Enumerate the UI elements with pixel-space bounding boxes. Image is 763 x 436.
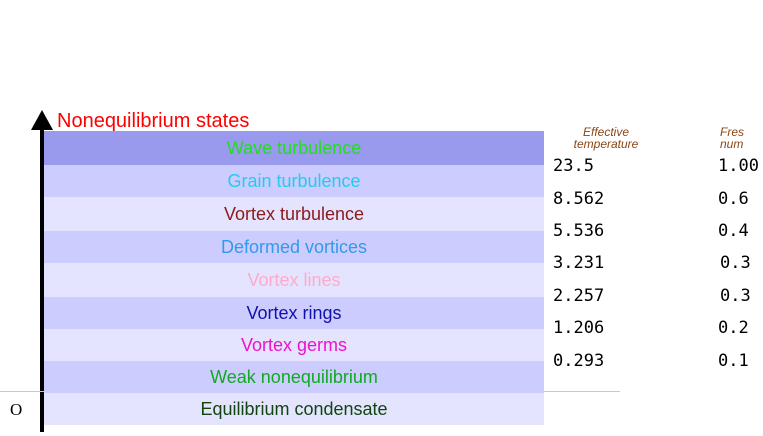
level-label: Vortex turbulence (223, 203, 365, 224)
fresnel-value: 0.6 (718, 189, 749, 209)
level-grain-turbulence: Grain turbulence (44, 165, 544, 197)
axis-title: Nonequilibrium states (57, 110, 250, 132)
fresnel-header-line1: Fres (720, 125, 744, 139)
temperature-value: 5.536 (553, 221, 605, 241)
level-label: Deformed vortices (220, 236, 368, 257)
fresnel-column: Fres num 1.00 0.6 0.4 0.3 0.3 0.2 0.1 (718, 0, 763, 436)
fresnel-value: 0.2 (718, 318, 749, 338)
temperature-header: Effective temperature (546, 126, 666, 150)
temperature-header-line2: temperature (573, 137, 639, 151)
level-label: Grain turbulence (227, 170, 361, 191)
vertical-axis (40, 128, 44, 432)
temperature-value: 2.257 (553, 286, 605, 306)
fresnel-value: 0.4 (718, 221, 749, 241)
temperature-value: 23.5 (553, 156, 594, 176)
axis-zero-label: O (10, 400, 23, 419)
level-vortex-rings: Vortex rings (44, 297, 544, 329)
temperature-value: 8.562 (553, 189, 605, 209)
fresnel-value: 0.1 (718, 351, 749, 371)
level-vortex-turbulence: Vortex turbulence (44, 197, 544, 231)
level-label: Vortex germs (240, 334, 348, 355)
level-wave-turbulence: Wave turbulence (44, 131, 544, 165)
level-equilibrium-condensate: Equilibrium condensate (44, 393, 544, 425)
level-vortex-germs: Vortex germs (44, 329, 544, 361)
level-label: Vortex lines (247, 269, 341, 290)
level-label: Wave turbulence (226, 137, 362, 158)
level-deformed-vortices: Deformed vortices (44, 231, 544, 263)
temperature-value: 0.293 (553, 351, 605, 371)
level-label: Vortex rings (246, 302, 342, 323)
temperature-value: 1.206 (553, 318, 605, 338)
fresnel-header: Fres num (720, 126, 744, 150)
level-vortex-lines: Vortex lines (44, 263, 544, 297)
fresnel-header-line2: num (720, 137, 744, 151)
level-label: Equilibrium condensate (200, 398, 388, 419)
level-label: Weak nonequilibrium (210, 366, 378, 387)
fresnel-value: 1.00 (718, 156, 759, 176)
axis-arrow-icon (31, 110, 53, 130)
temperature-value: 3.231 (553, 253, 605, 273)
temperature-header-line1: Effective (582, 125, 630, 139)
fresnel-value: 0.3 (720, 253, 751, 273)
level-weak-nonequilibrium: Weak nonequilibrium (44, 361, 544, 393)
fresnel-value: 0.3 (720, 286, 751, 306)
